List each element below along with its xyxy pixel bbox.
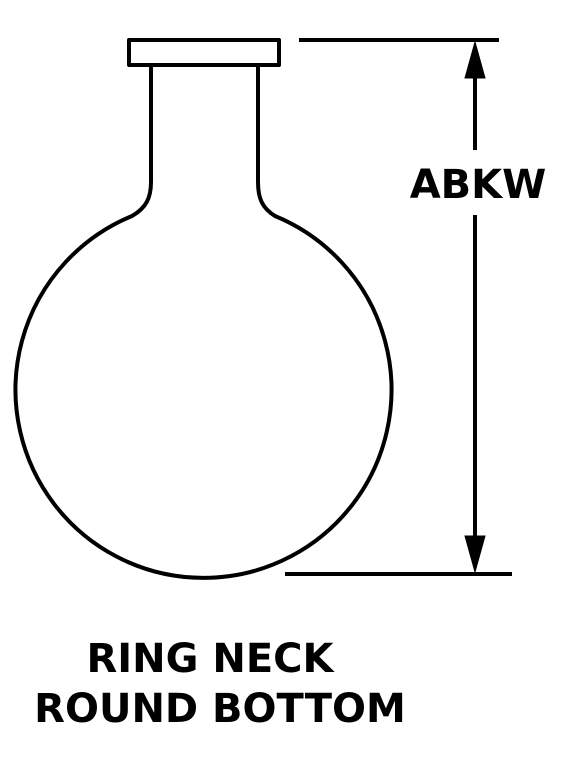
ring-neck-collar xyxy=(127,38,281,67)
dimension-label: ABKW xyxy=(410,162,547,208)
caption-line-2: ROUND BOTTOM xyxy=(34,686,406,732)
dimension-arrowhead-top xyxy=(464,40,486,79)
dimension-arrowhead-bottom xyxy=(464,535,486,574)
round-bottom-flask-body xyxy=(13,64,394,580)
caption-line-1: RING NECK xyxy=(86,636,335,682)
